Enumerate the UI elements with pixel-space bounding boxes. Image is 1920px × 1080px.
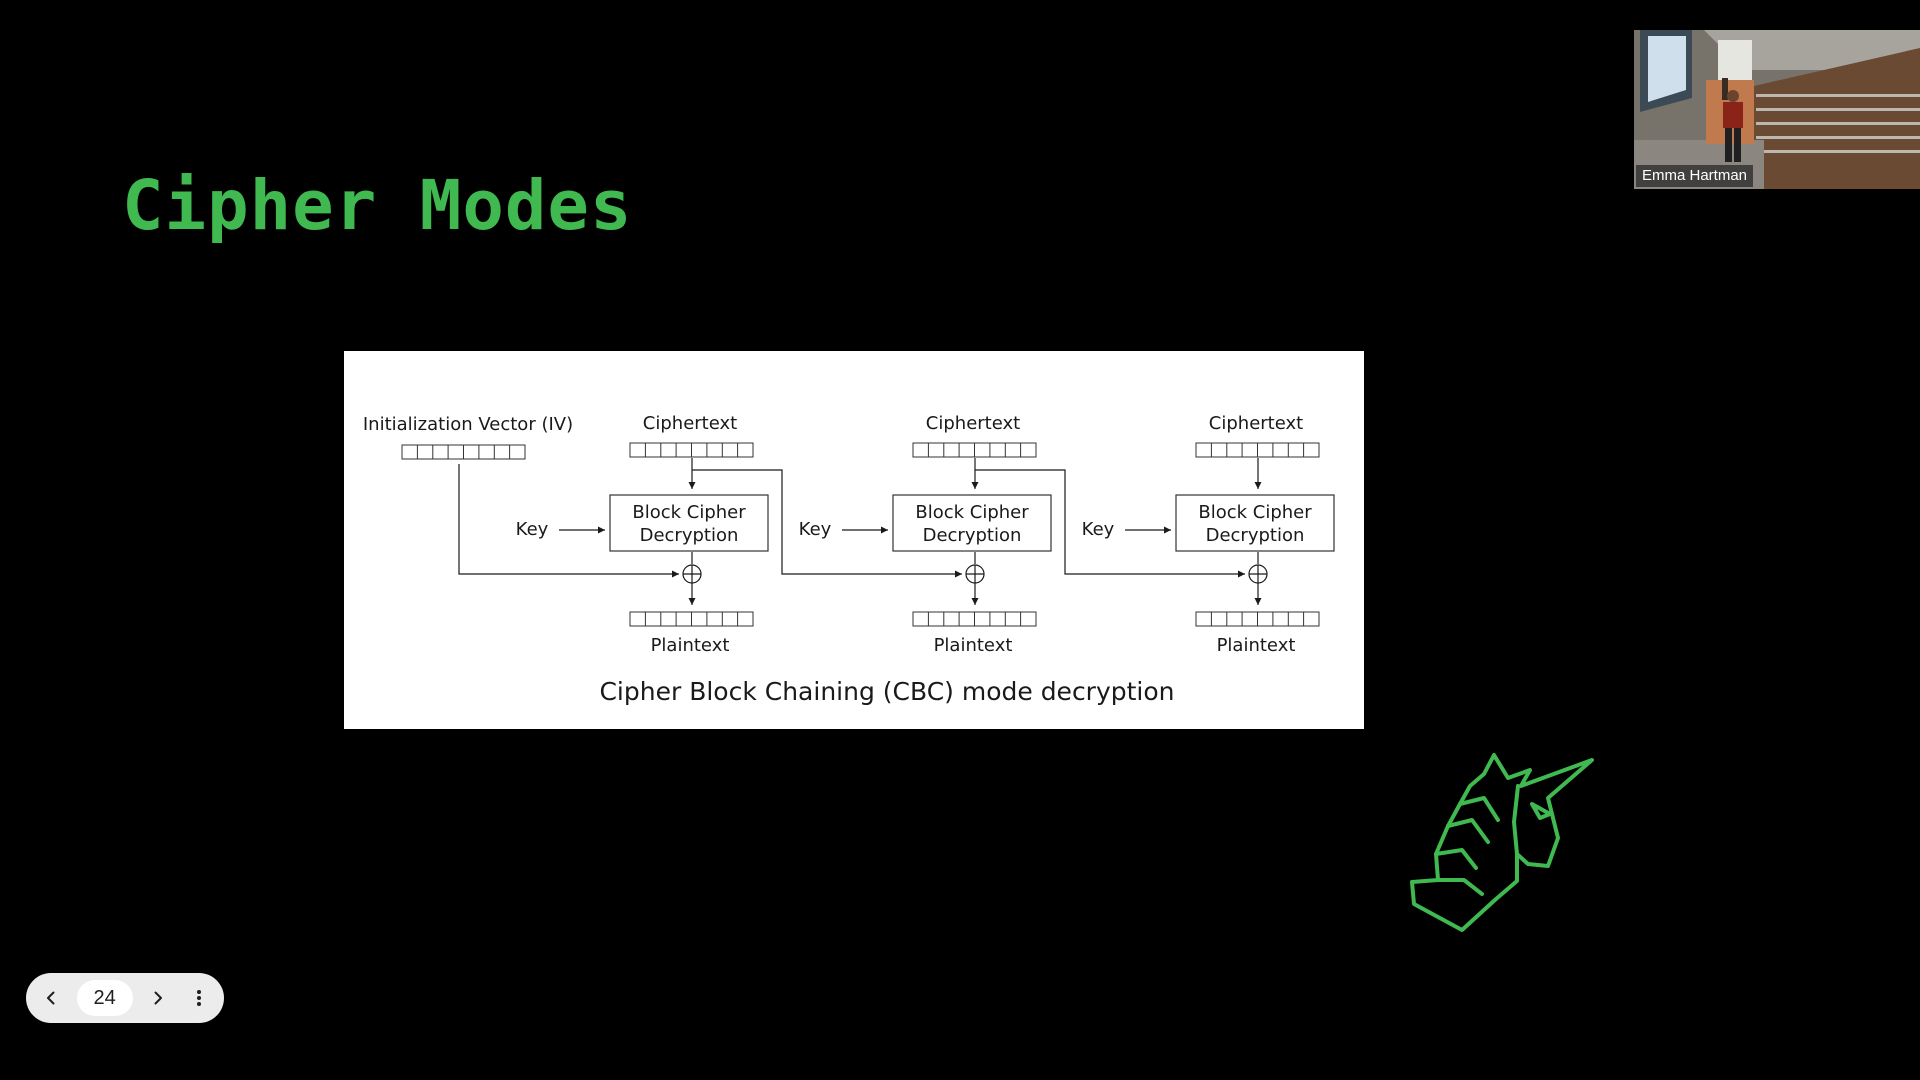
ciphertext-label-3: Ciphertext (1209, 413, 1303, 434)
cbc-block-1: Ciphertext Block Cipher Decryption Key (516, 413, 769, 656)
cipher-box-line2-3: Decryption (1206, 525, 1305, 546)
cipher-box-line1-3: Block Cipher (1198, 502, 1312, 523)
plaintext-register-3 (1195, 611, 1320, 627)
key-label-2: Key (799, 519, 832, 540)
cipher-box-line1-2: Block Cipher (915, 502, 1029, 523)
next-slide-button[interactable] (143, 983, 173, 1013)
xor-icon-1 (682, 564, 702, 584)
chevron-right-icon (154, 991, 163, 1005)
more-vertical-icon (196, 990, 201, 1006)
diagram-caption: Cipher Block Chaining (CBC) mode decrypt… (599, 677, 1174, 706)
ciphertext-register-2 (912, 442, 1037, 458)
key-label-1: Key (516, 519, 549, 540)
iv-chain-arrow (458, 464, 679, 578)
xor-icon-3 (1248, 564, 1268, 584)
xor-icon-2 (965, 564, 985, 584)
ciphertext-register-3 (1195, 442, 1320, 458)
chain-arrow-2 (975, 469, 1245, 578)
cipher-box-line1-1: Block Cipher (632, 502, 746, 523)
slide-pager: 24 (26, 973, 224, 1023)
cbc-diagram: Initialization Vector (IV) Ciphertext (344, 351, 1364, 729)
cbc-block-3: Ciphertext Block Cipher Decryption Key (1082, 413, 1335, 656)
iv-register (401, 444, 526, 460)
iv-label: Initialization Vector (IV) (363, 414, 573, 435)
slide-title: Cipher Modes (122, 166, 633, 246)
cipher-box-line2-1: Decryption (640, 525, 739, 546)
chain-arrow-1 (692, 469, 962, 578)
ciphertext-label-2: Ciphertext (926, 413, 1020, 434)
previous-slide-button[interactable] (36, 983, 66, 1013)
unicorn-horse-logo-icon (1400, 746, 1600, 946)
ciphertext-register-1 (629, 442, 754, 458)
plaintext-label-3: Plaintext (1217, 635, 1296, 656)
slide-number-field[interactable]: 24 (76, 980, 133, 1016)
plaintext-label-1: Plaintext (651, 635, 730, 656)
key-label-3: Key (1082, 519, 1115, 540)
plaintext-register-1 (629, 611, 754, 627)
block-cipher-decryption-2 (892, 494, 1052, 552)
participant-video-tile[interactable]: Emma Hartman (1634, 30, 1920, 189)
block-cipher-decryption-3 (1175, 494, 1335, 552)
cbc-block-2: Ciphertext Block Cipher Decryption Key (799, 413, 1052, 656)
plaintext-label-2: Plaintext (934, 635, 1013, 656)
cipher-box-line2-2: Decryption (923, 525, 1022, 546)
ciphertext-label-1: Ciphertext (643, 413, 737, 434)
chevron-left-icon (47, 991, 55, 1005)
block-cipher-decryption-1 (609, 494, 769, 552)
participant-video-feed (1634, 30, 1920, 189)
more-options-button[interactable] (184, 983, 214, 1013)
plaintext-register-2 (912, 611, 1037, 627)
participant-name-label: Emma Hartman (1636, 165, 1754, 187)
cbc-diagram-svg: Initialization Vector (IV) Ciphertext (363, 413, 1335, 706)
